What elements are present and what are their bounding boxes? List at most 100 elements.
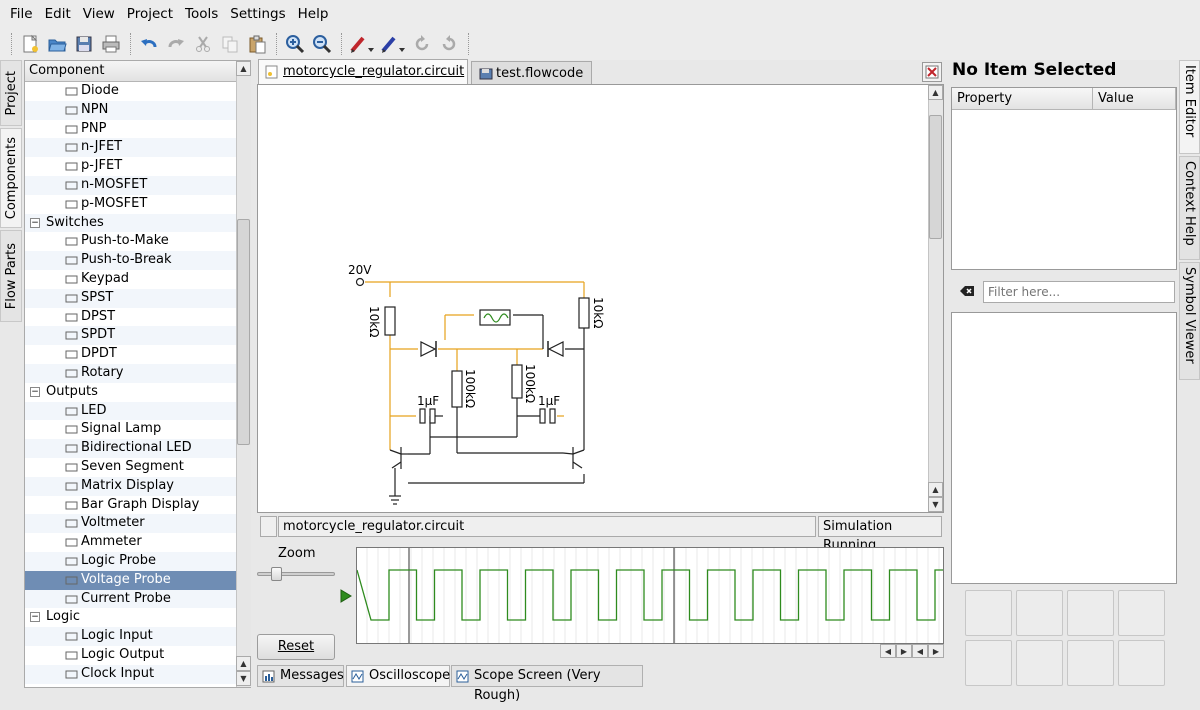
- transistor-q1[interactable]: [389, 447, 408, 469]
- clear-filter-icon[interactable]: [958, 283, 976, 299]
- resistor-r1[interactable]: [384, 306, 396, 336]
- component-item[interactable]: n-MOSFET: [25, 175, 236, 195]
- save-icon[interactable]: [71, 31, 97, 57]
- component-category[interactable]: −Logic: [25, 608, 236, 627]
- circuit-canvas[interactable]: 20V 10kΩ 10kΩ 100kΩ 100kΩ 1μF 1μF ▲ ▲ ▼: [257, 84, 944, 513]
- tab-context-help[interactable]: Context Help: [1179, 156, 1200, 260]
- copy-icon[interactable]: [217, 31, 243, 57]
- component-item[interactable]: Push-to-Break: [25, 251, 236, 270]
- menu-view[interactable]: View: [82, 6, 115, 22]
- component-category[interactable]: −Outputs: [25, 383, 236, 402]
- filter-results-list[interactable]: [951, 312, 1177, 584]
- scroll-right-icon[interactable]: ▶: [896, 644, 912, 658]
- item-grid-button[interactable]: [1016, 590, 1063, 636]
- zoom-out-icon[interactable]: [309, 31, 335, 57]
- scroll-up-icon[interactable]: ▲: [928, 482, 943, 497]
- menu-file[interactable]: File: [10, 6, 33, 22]
- value-column-header[interactable]: Value: [1093, 88, 1176, 110]
- component-item[interactable]: SPST: [25, 288, 236, 308]
- component-item[interactable]: Seven Segment: [25, 458, 236, 477]
- item-grid-button[interactable]: [1118, 590, 1165, 636]
- diode-d1[interactable]: [420, 341, 437, 357]
- item-grid-button[interactable]: [965, 640, 1012, 686]
- component-item[interactable]: Logic Output: [25, 646, 236, 665]
- scroll-down-icon[interactable]: ▼: [236, 671, 251, 686]
- collapse-icon[interactable]: −: [30, 217, 40, 228]
- diode-d2[interactable]: [547, 341, 564, 357]
- component-item[interactable]: n-JFET: [25, 138, 236, 158]
- component-item[interactable]: Keypad: [25, 270, 236, 289]
- tab-oscilloscope[interactable]: Oscilloscope: [346, 665, 450, 687]
- scope-scrollbar[interactable]: ◀ ▶ ◀ ▶: [880, 644, 944, 658]
- new-file-icon[interactable]: [17, 31, 43, 57]
- oscilloscope-view[interactable]: [356, 547, 963, 644]
- component-item[interactable]: Rotary: [25, 363, 236, 383]
- zoom-slider-handle[interactable]: [271, 567, 282, 581]
- item-grid-button[interactable]: [965, 590, 1012, 636]
- component-item[interactable]: Clock Input: [25, 664, 236, 684]
- menu-project[interactable]: Project: [126, 6, 173, 22]
- resistor-r3[interactable]: [451, 370, 463, 408]
- component-item[interactable]: Bidirectional LED: [25, 439, 236, 458]
- component-item[interactable]: DPDT: [25, 345, 236, 364]
- reset-button[interactable]: Reset: [257, 634, 335, 660]
- component-item[interactable]: Bar Graph Display: [25, 496, 236, 515]
- item-grid-button[interactable]: [1118, 640, 1165, 686]
- tab-motorcycle-regulator[interactable]: motorcycle_regulator.circuit: [258, 59, 468, 85]
- transistor-q2[interactable]: [562, 447, 585, 469]
- open-folder-icon[interactable]: [44, 31, 70, 57]
- close-tab-button[interactable]: [922, 62, 942, 82]
- paste-icon[interactable]: [244, 31, 270, 57]
- item-grid-button[interactable]: [1067, 640, 1114, 686]
- resistor-r2[interactable]: [578, 297, 590, 329]
- component-item[interactable]: Voltmeter: [25, 514, 236, 534]
- property-table[interactable]: Property Value: [951, 87, 1177, 270]
- scroll-left-icon[interactable]: ◀: [912, 644, 928, 658]
- redo-icon[interactable]: [163, 31, 189, 57]
- canvas-scrollbar[interactable]: ▲ ▲ ▼: [928, 85, 943, 512]
- component-item[interactable]: Diode: [25, 82, 236, 101]
- component-item[interactable]: Logic Input: [25, 627, 236, 646]
- scroll-up-icon[interactable]: ▲: [236, 61, 251, 76]
- item-grid-button[interactable]: [1016, 640, 1063, 686]
- component-column-header[interactable]: Component: [25, 61, 236, 82]
- tab-scope-screen[interactable]: Scope Screen (Very Rough): [451, 665, 643, 703]
- capacitor-c1[interactable]: [419, 408, 436, 424]
- scroll-left-icon[interactable]: ◀: [880, 644, 896, 658]
- menu-settings[interactable]: Settings: [230, 6, 286, 22]
- menu-help[interactable]: Help: [297, 6, 329, 22]
- component-item[interactable]: DPST: [25, 308, 236, 327]
- component-item[interactable]: Current Probe: [25, 589, 236, 609]
- scroll-thumb[interactable]: [237, 219, 250, 445]
- tab-components[interactable]: Components: [0, 128, 22, 228]
- draw-red-pen-icon[interactable]: [347, 31, 377, 57]
- collapse-icon[interactable]: −: [30, 386, 40, 397]
- print-icon[interactable]: [98, 31, 124, 57]
- component-item[interactable]: p-MOSFET: [25, 195, 236, 214]
- component-item[interactable]: Ammeter: [25, 533, 236, 552]
- tab-symbol-viewer[interactable]: Symbol Viewer: [1179, 262, 1200, 380]
- scroll-thumb[interactable]: [929, 115, 942, 239]
- component-item[interactable]: p-JFET: [25, 157, 236, 176]
- component-item[interactable]: Push-to-Make: [25, 232, 236, 251]
- filter-input[interactable]: [983, 281, 1175, 303]
- scroll-up-icon[interactable]: ▲: [236, 656, 251, 671]
- component-item[interactable]: PNP: [25, 120, 236, 139]
- cut-icon[interactable]: [190, 31, 216, 57]
- tab-test-flowcode[interactable]: test.flowcode: [471, 61, 592, 85]
- component-item[interactable]: Signal Lamp: [25, 420, 236, 439]
- rotate-ccw-icon[interactable]: [409, 31, 435, 57]
- tab-item-editor[interactable]: Item Editor: [1179, 60, 1200, 154]
- menu-edit[interactable]: Edit: [44, 6, 71, 22]
- zoom-in-icon[interactable]: [282, 31, 308, 57]
- component-item[interactable]: LED: [25, 401, 236, 421]
- scroll-up-icon[interactable]: ▲: [928, 85, 943, 100]
- power-terminal-icon[interactable]: [355, 277, 365, 287]
- component-scrollbar[interactable]: ▲ ▲ ▼: [236, 61, 251, 687]
- component-item[interactable]: NPN: [25, 100, 236, 120]
- zoom-slider[interactable]: [257, 567, 335, 581]
- draw-blue-pen-icon[interactable]: [378, 31, 408, 57]
- rotate-cw-icon[interactable]: [436, 31, 462, 57]
- resistor-r4[interactable]: [511, 364, 523, 399]
- menu-tools[interactable]: Tools: [185, 6, 219, 22]
